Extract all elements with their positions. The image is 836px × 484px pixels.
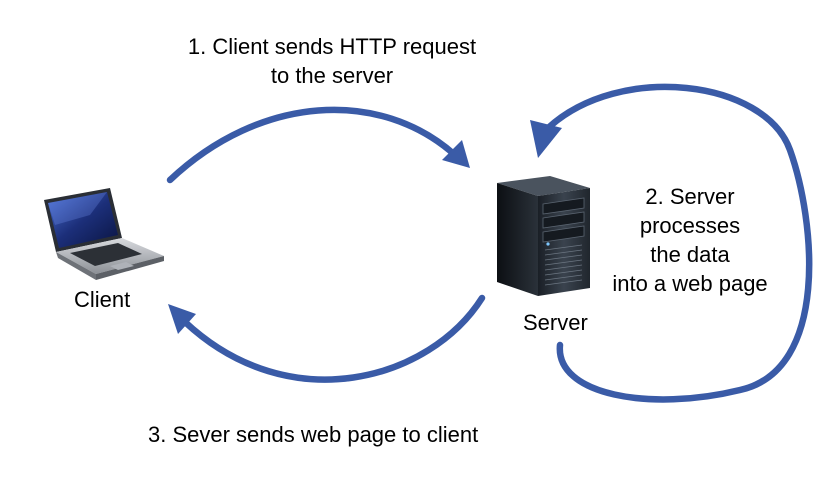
client-label: Client <box>74 287 131 312</box>
process-step-label: 2. Server processes the data into a web … <box>590 182 790 298</box>
process-step-line2: processes <box>639 213 741 238</box>
request-step-line2: to the server <box>270 63 394 88</box>
process-step-line1: 2. Server <box>645 184 735 209</box>
process-loop-arrow <box>530 83 813 403</box>
request-arrow <box>166 106 470 184</box>
request-step-label: 1. Client sends HTTP request to the serv… <box>150 32 514 90</box>
laptop-icon <box>44 188 164 280</box>
request-step-line1: 1. Client sends HTTP request <box>187 34 477 59</box>
response-arrow <box>168 294 486 383</box>
process-step-line3: the data <box>650 242 730 267</box>
server-tower-icon <box>497 176 590 296</box>
response-step-label: 3. Sever sends web page to client <box>148 422 479 447</box>
server-label: Server <box>523 310 588 335</box>
process-step-line4: into a web page <box>612 271 768 296</box>
